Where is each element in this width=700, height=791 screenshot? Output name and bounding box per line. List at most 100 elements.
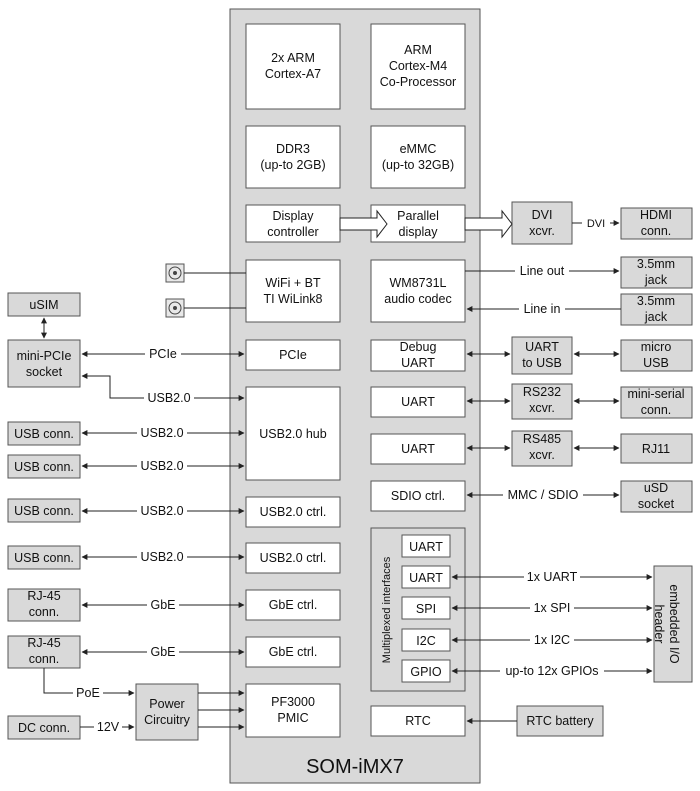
embedded-io-header-box: embedded I/Oheader [652, 565, 693, 683]
usb-conn-box-1: USB conn. [7, 421, 81, 446]
svg-text:USB2.0 ctrl.: USB2.0 ctrl. [260, 551, 327, 565]
svg-text:DDR3(up-to 2GB): DDR3(up-to 2GB) [260, 142, 325, 172]
mux-spi: SPI [401, 596, 451, 620]
svg-text:PoE: PoE [76, 686, 100, 700]
svg-text:GbE ctrl.: GbE ctrl. [269, 645, 318, 659]
svg-text:GbE ctrl.: GbE ctrl. [269, 598, 318, 612]
rj11-box: RJ11 [620, 433, 693, 464]
usb-conn-box-2: USB conn. [7, 454, 81, 479]
usb-hub-block: USB2.0 hub [245, 386, 341, 481]
link-label-line-out: Line out [515, 263, 569, 278]
link-label-usb-ctrl-2: USB2.0 [137, 549, 187, 564]
multiplexed-interfaces-title: Multiplexed interfaces [381, 556, 393, 663]
link-label-usb-ctrl-1: USB2.0 [137, 503, 187, 518]
svg-text:PCIe: PCIe [149, 347, 177, 361]
rtc-battery-box: RTC battery [516, 705, 604, 737]
gbe-ctrl-block-2: GbE ctrl. [245, 636, 341, 668]
svg-text:USB conn.: USB conn. [14, 460, 74, 474]
link-label-dvi: DVI [582, 216, 610, 230]
link-label-usb-minipcie: USB2.0 [144, 390, 194, 405]
svg-text:USB2.0: USB2.0 [140, 550, 183, 564]
svg-text:USB2.0 hub: USB2.0 hub [259, 427, 326, 441]
link-label-header-gpio: up-to 12x GPIOs [500, 663, 604, 678]
svg-text:DVI: DVI [587, 218, 605, 230]
svg-text:USB conn.: USB conn. [14, 427, 74, 441]
svg-text:uSIM: uSIM [29, 298, 58, 312]
svg-text:USB2.0: USB2.0 [140, 426, 183, 440]
svg-text:USB2.0 ctrl.: USB2.0 ctrl. [260, 505, 327, 519]
svg-text:1x SPI: 1x SPI [534, 601, 571, 615]
display-bus-arrow [339, 209, 388, 239]
svg-text:GPIO: GPIO [410, 665, 442, 679]
usim-box: uSIM [7, 292, 81, 317]
link-label-header-spi: 1x SPI [530, 600, 574, 615]
svg-text:eMMC(up-to 32GB): eMMC(up-to 32GB) [382, 142, 454, 172]
pcie-block: PCIe [245, 339, 341, 371]
multiplexed-interfaces-group: Multiplexed interfaces UART UART SPI I2C… [370, 527, 466, 692]
antenna-icon [165, 263, 185, 283]
svg-text:12V: 12V [97, 720, 120, 734]
sdio-ctrl-block: SDIO ctrl. [370, 480, 466, 512]
link-label-usb-hub-1: USB2.0 [137, 425, 187, 440]
link-label-gbe-2: GbE [147, 644, 179, 659]
link-label-gbe-1: GbE [147, 597, 179, 612]
svg-text:1x UART: 1x UART [527, 570, 578, 584]
dc-conn-box: DC conn. [7, 715, 81, 740]
svg-text:RTC: RTC [405, 714, 430, 728]
mux-i2c: I2C [401, 628, 451, 652]
uart-block-2: UART [370, 433, 466, 465]
svg-text:Line in: Line in [524, 302, 561, 316]
link-label-header-i2c: 1x I2C [530, 632, 574, 647]
svg-text:USB2.0: USB2.0 [140, 504, 183, 518]
svg-text:up-to 12x GPIOs: up-to 12x GPIOs [505, 664, 598, 678]
svg-text:I2C: I2C [416, 634, 435, 648]
mux-uart-1: UART [401, 534, 451, 558]
link-label-header-uart: 1x UART [524, 569, 580, 584]
svg-text:DC conn.: DC conn. [18, 721, 70, 735]
svg-text:USB2.0: USB2.0 [147, 391, 190, 405]
link-label-poe: PoE [73, 685, 103, 700]
svg-text:USB conn.: USB conn. [14, 551, 74, 565]
link-label-pcie: PCIe [145, 346, 181, 361]
svg-text:SPI: SPI [416, 602, 436, 616]
svg-text:embedded I/Oheader: embedded I/Oheader [652, 584, 681, 663]
svg-text:UART: UART [409, 571, 443, 585]
emmc-block: eMMC(up-to 32GB) [370, 125, 466, 189]
svg-text:SDIO ctrl.: SDIO ctrl. [391, 489, 445, 503]
svg-text:RJ11: RJ11 [642, 442, 670, 456]
link-label-mmc-sdio: MMC / SDIO [503, 487, 583, 502]
svg-text:PCIe: PCIe [279, 348, 307, 362]
link-labels: PCIe USB2.0 USB2.0 USB2.0 USB2.0 USB2.0 … [73, 216, 610, 734]
rtc-block: RTC [370, 705, 466, 737]
